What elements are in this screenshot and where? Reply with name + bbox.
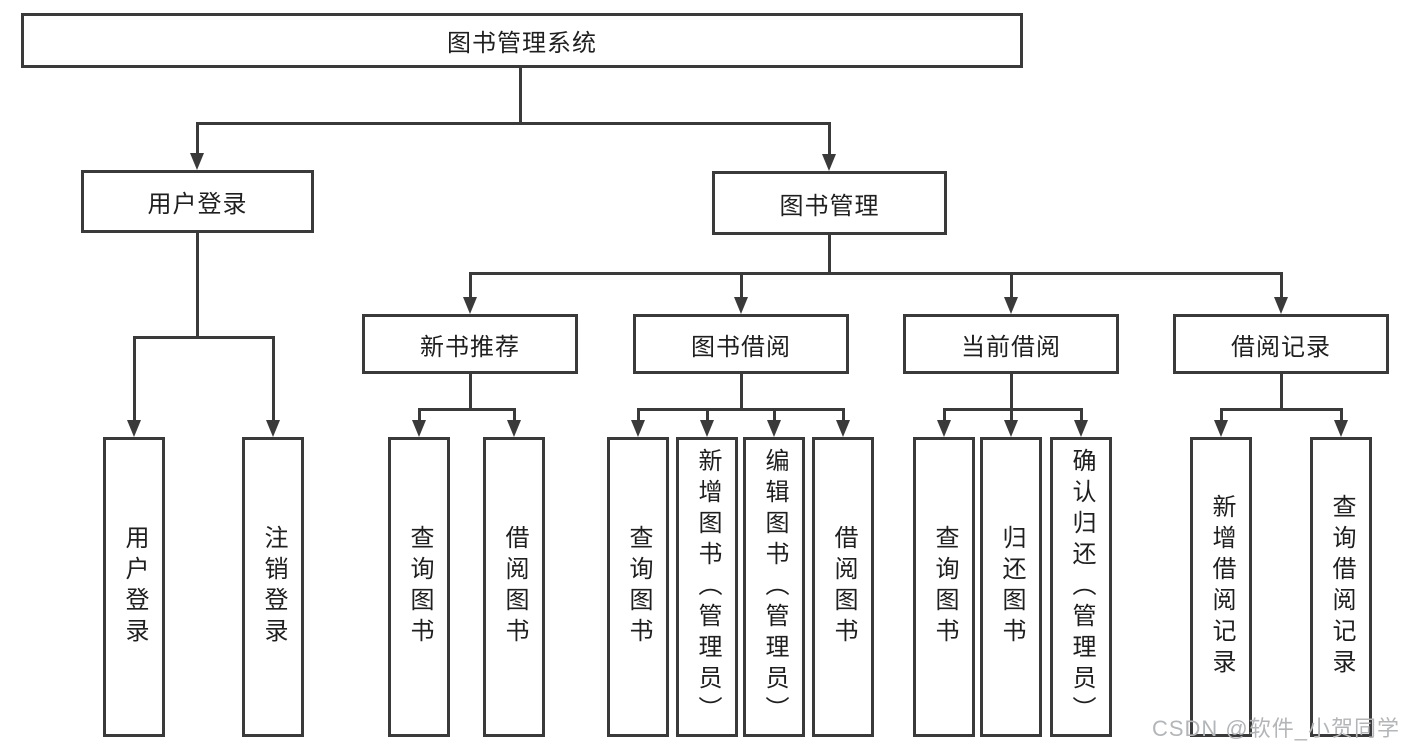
connector-drop-c1	[943, 408, 946, 422]
arrow-c1-icon	[937, 420, 951, 437]
arrow-c2-icon	[1004, 420, 1018, 437]
arrow-to-leaf-logout-icon	[266, 420, 280, 437]
leaf-edit-books-admin-label: 编辑图书（管理员）	[761, 447, 788, 727]
leaf-return-books-label: 归还图书	[998, 525, 1025, 649]
leaf-query-books-recommend-label: 查询图书	[406, 525, 433, 649]
leaf-query-borrow-record-label: 查询借阅记录	[1328, 494, 1355, 680]
leaf-query-books-borrow: 查询图书	[607, 437, 669, 737]
leaf-return-books: 归还图书	[980, 437, 1042, 737]
connector-drop-a2	[513, 408, 516, 422]
node-new-book-recommend-label: 新书推荐	[420, 333, 520, 361]
connector-drop-d1	[1220, 408, 1223, 422]
connector-user-login-stub	[196, 233, 199, 336]
node-current-borrow-label: 当前借阅	[961, 333, 1061, 361]
node-book-management-label: 图书管理	[779, 192, 880, 220]
leaf-query-books-borrow-label: 查询图书	[625, 525, 652, 649]
leaf-edit-books-admin: 编辑图书（管理员）	[743, 437, 805, 737]
arrow-to-user-login-icon	[190, 153, 204, 170]
node-borrow-records-label: 借阅记录	[1231, 333, 1331, 361]
connector-drop-new-book	[469, 272, 472, 299]
arrow-to-leaf-user-login-icon	[127, 420, 141, 437]
leaf-query-books-current: 查询图书	[913, 437, 975, 737]
connector-book-management-rail	[469, 272, 1283, 275]
node-user-login: 用户登录	[81, 170, 314, 233]
leaf-add-books-admin: 新增图书（管理员）	[676, 437, 738, 737]
arrow-to-book-borrow-icon	[734, 297, 748, 314]
leaf-query-borrow-record: 查询借阅记录	[1310, 437, 1372, 737]
arrow-to-current-borrow-icon	[1004, 297, 1018, 314]
arrow-to-borrow-records-icon	[1274, 297, 1288, 314]
connector-new-book-rail	[418, 408, 516, 411]
connector-new-book-stub	[469, 374, 472, 408]
leaf-add-borrow-record: 新增借阅记录	[1190, 437, 1252, 737]
arrow-b3-icon	[767, 420, 781, 437]
node-current-borrow: 当前借阅	[903, 314, 1119, 374]
node-book-management: 图书管理	[712, 171, 947, 235]
leaf-add-borrow-record-label: 新增借阅记录	[1208, 494, 1235, 680]
leaf-borrow-books-recommend-label: 借阅图书	[501, 525, 528, 649]
leaf-logout: 注销登录	[242, 437, 304, 737]
connector-drop-b3	[773, 408, 776, 422]
arrow-d2-icon	[1334, 420, 1348, 437]
arrow-b1-icon	[631, 420, 645, 437]
arrow-c3-icon	[1074, 420, 1088, 437]
connector-drop-book-management	[828, 122, 831, 156]
leaf-user-login: 用户登录	[103, 437, 165, 737]
leaf-query-books-recommend: 查询图书	[388, 437, 450, 737]
connector-book-borrow-rail	[637, 408, 845, 411]
connector-root-rail	[196, 122, 831, 125]
leaf-user-login-label: 用户登录	[121, 525, 148, 649]
connector-root-stub	[519, 68, 522, 122]
connector-borrow-records-rail	[1220, 408, 1343, 411]
node-borrow-records: 借阅记录	[1173, 314, 1389, 374]
leaf-confirm-return-admin-label: 确认归还（管理员）	[1068, 447, 1095, 727]
leaf-borrow-books-recommend: 借阅图书	[483, 437, 545, 737]
connector-drop-borrow-records	[1280, 272, 1283, 299]
leaf-query-books-current-label: 查询图书	[931, 525, 958, 649]
connector-drop-leaf-logout	[272, 336, 275, 422]
arrow-a1-icon	[412, 420, 426, 437]
arrow-b2-icon	[700, 420, 714, 437]
connector-borrow-records-stub	[1280, 374, 1283, 408]
node-library-system-label: 图书管理系统	[447, 30, 597, 57]
connector-book-management-stub	[828, 235, 831, 272]
connector-drop-d2	[1340, 408, 1343, 422]
connector-drop-b2	[706, 408, 709, 422]
leaf-borrow-books: 借阅图书	[812, 437, 874, 737]
leaf-borrow-books-label: 借阅图书	[830, 525, 857, 649]
node-book-borrow: 图书借阅	[633, 314, 849, 374]
arrow-d1-icon	[1214, 420, 1228, 437]
leaf-add-books-admin-label: 新增图书（管理员）	[694, 447, 721, 727]
arrow-to-new-book-icon	[463, 297, 477, 314]
watermark-text: CSDN @软件_小贺同学	[1151, 716, 1400, 741]
node-library-system: 图书管理系统	[21, 13, 1023, 68]
arrow-b4-icon	[836, 420, 850, 437]
arrow-a2-icon	[507, 420, 521, 437]
connector-book-borrow-stub	[740, 374, 743, 408]
connector-drop-c2	[1010, 408, 1013, 422]
arrow-to-book-management-icon	[822, 154, 836, 171]
connector-drop-c3	[1080, 408, 1083, 422]
connector-drop-b4	[842, 408, 845, 422]
connector-current-borrow-rail	[943, 408, 1083, 411]
connector-drop-current-borrow	[1010, 272, 1013, 299]
connector-drop-user-login	[196, 122, 199, 155]
leaf-logout-label: 注销登录	[260, 525, 287, 649]
connector-drop-b1	[637, 408, 640, 422]
connector-drop-leaf-user-login	[133, 336, 136, 422]
connector-user-login-rail	[133, 336, 275, 339]
connector-drop-book-borrow	[740, 272, 743, 299]
connector-drop-a1	[418, 408, 421, 422]
node-book-borrow-label: 图书借阅	[691, 333, 791, 361]
connector-current-borrow-stub	[1010, 374, 1013, 408]
leaf-confirm-return-admin: 确认归还（管理员）	[1050, 437, 1112, 737]
node-user-login-label: 用户登录	[147, 191, 248, 218]
node-new-book-recommend: 新书推荐	[362, 314, 578, 374]
